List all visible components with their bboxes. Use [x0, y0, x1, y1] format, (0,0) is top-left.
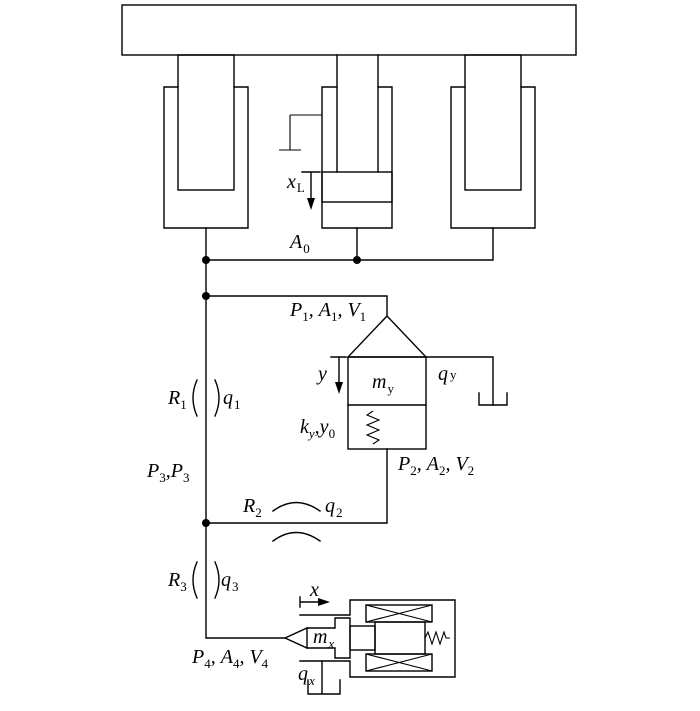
qy-tank	[478, 392, 508, 406]
label-qx: qx	[298, 663, 315, 688]
orifice-R3-right	[214, 561, 220, 599]
coil-top	[365, 604, 433, 623]
left-rod	[177, 54, 235, 191]
valve-spring	[365, 410, 381, 445]
cylinder-connection-line	[205, 227, 494, 261]
valve-inlet-line	[205, 295, 388, 317]
orifice-R2-bottom	[272, 531, 321, 542]
label-q3: q3	[221, 569, 239, 594]
junction-dot	[353, 256, 361, 264]
solenoid-valve	[283, 599, 456, 695]
xL-arrow	[301, 171, 321, 210]
label-q1: q1	[223, 387, 241, 412]
orifice-R1-right	[214, 379, 220, 417]
orifice-R3-left	[192, 561, 198, 599]
middle-piston	[321, 171, 393, 203]
pilot-valve	[205, 314, 508, 524]
right-support-cylinder	[450, 54, 536, 229]
label-P1-A1-V1: P1,A1,V1	[289, 299, 366, 324]
valve-body	[347, 356, 427, 450]
label-R3: R3	[167, 569, 187, 594]
middle-actuator-cylinder	[279, 54, 393, 229]
x-arrow	[299, 596, 330, 608]
label-xL: xL	[286, 171, 305, 195]
label-y: y	[316, 363, 327, 385]
qy-drain-line	[425, 356, 494, 406]
label-q2: q2	[325, 495, 343, 520]
label-R2: R2	[242, 495, 262, 520]
coil-bottom	[365, 653, 433, 672]
main-supply-line	[205, 259, 286, 639]
orifice-R2-top	[272, 501, 321, 512]
solenoid-core	[374, 621, 426, 655]
left-support-cylinder	[163, 54, 249, 229]
label-A0: A0	[288, 231, 310, 256]
label-R1: R1	[167, 387, 187, 412]
label-x: x	[309, 579, 319, 601]
y-arrow	[330, 356, 347, 394]
right-rod	[464, 54, 522, 191]
label-ky-y0: ky,y0	[300, 416, 335, 441]
load-plate	[121, 4, 577, 56]
label-P2-A2-V2: P2,A2,V2	[397, 453, 474, 478]
solenoid-armature	[349, 625, 376, 651]
orifice-R1-left	[192, 379, 198, 417]
label-P4-A4-V4: P4,A4,V4	[191, 646, 269, 671]
label-P3-P3: P3,P3	[146, 460, 189, 485]
solenoid-body-outline	[299, 599, 456, 678]
label-my: my	[372, 371, 394, 396]
label-mx: mx	[313, 626, 334, 651]
solenoid-poppet	[283, 626, 308, 650]
solenoid-spring	[424, 630, 450, 646]
